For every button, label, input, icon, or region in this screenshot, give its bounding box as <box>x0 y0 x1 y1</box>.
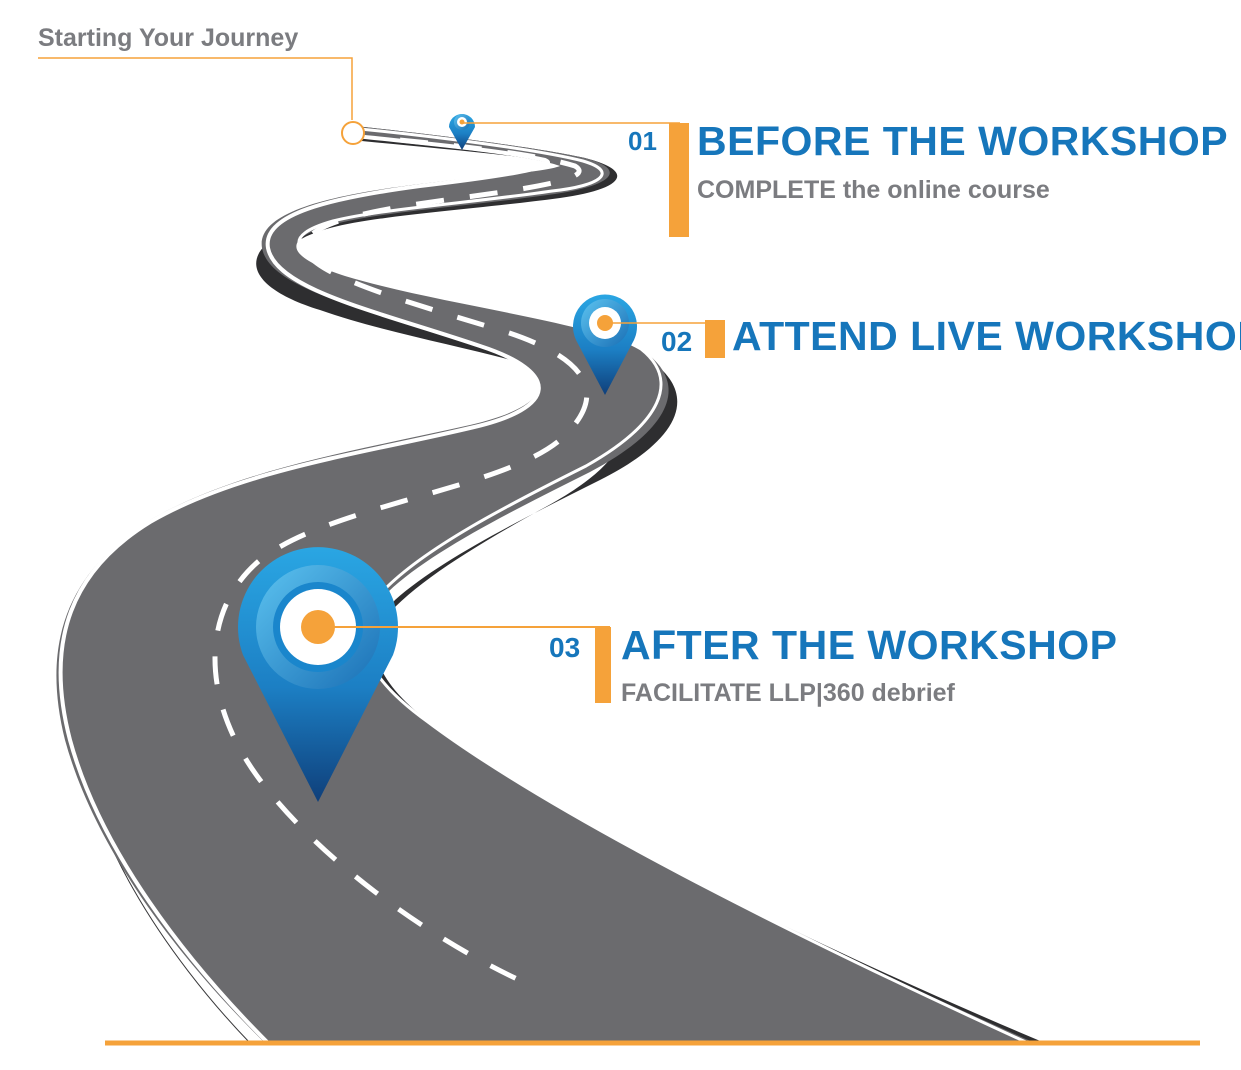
road-center-dashes <box>212 137 590 988</box>
road-edge-line-right <box>297 127 1030 1045</box>
milestone-2-number: 02 <box>661 326 693 357</box>
road-edge-line-left <box>58 134 550 1045</box>
milestone-2-bar <box>705 320 725 358</box>
start-connector <box>38 57 353 120</box>
milestone-3-subtitle: FACILITATE LLP|360 debrief <box>621 679 955 707</box>
milestone-1-bar <box>669 123 689 237</box>
start-label: Starting Your Journey <box>38 24 299 52</box>
start-circle-icon <box>341 121 365 145</box>
milestone-3-title: AFTER THE WORKSHOP <box>621 622 1118 668</box>
milestone-3-number: 03 <box>549 632 581 663</box>
milestone-1-title: BEFORE THE WORKSHOP <box>697 118 1229 164</box>
road-surface <box>56 126 1035 1043</box>
milestone-1-subtitle: COMPLETE the online course <box>697 176 1050 204</box>
milestone-3-bar <box>595 627 611 703</box>
milestone-1-number: 01 <box>628 126 657 156</box>
map-pin-icon <box>573 294 637 395</box>
milestone-2-title: ATTEND LIVE WORKSHOP <box>732 313 1241 359</box>
